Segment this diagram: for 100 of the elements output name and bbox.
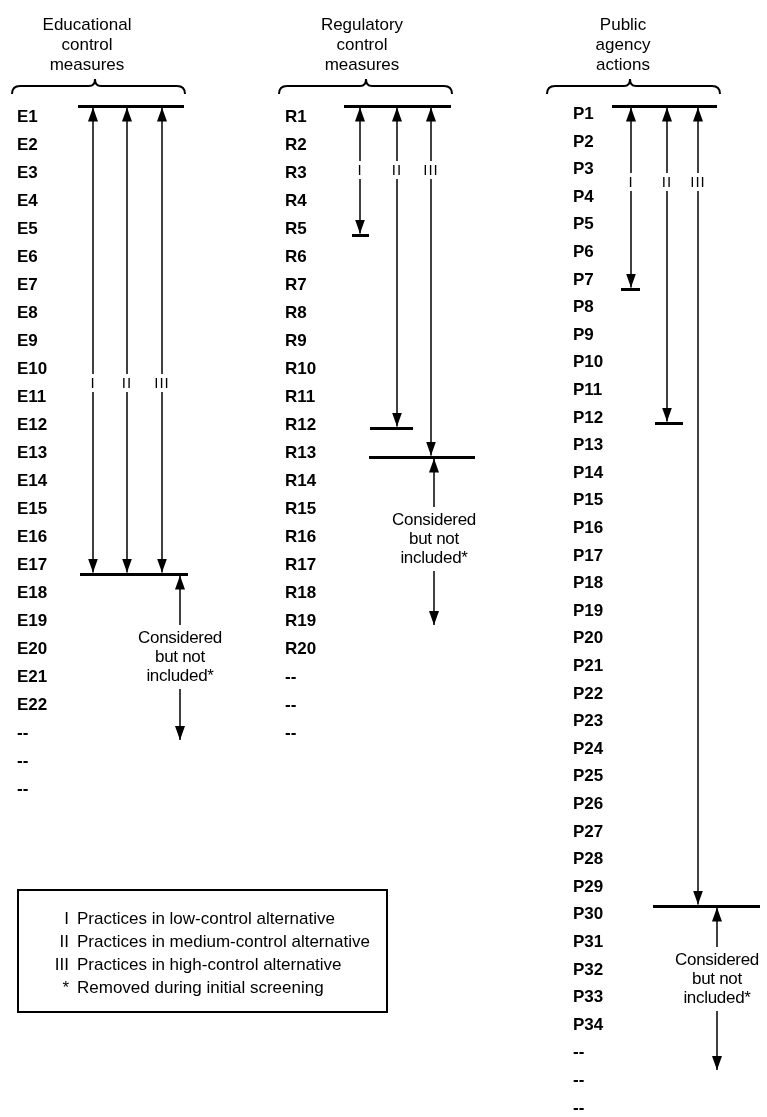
item-code: P32	[573, 959, 604, 980]
bar	[655, 421, 683, 425]
item-code: R17	[285, 555, 317, 575]
legend-symbol: II	[58, 931, 69, 953]
item-code: --	[285, 723, 297, 743]
edge-label: III	[423, 161, 439, 179]
arrow	[429, 457, 439, 508]
arrow	[88, 106, 98, 574]
item-code: P1	[573, 104, 594, 124]
edge-label: II	[391, 161, 403, 179]
edge-label: II	[121, 374, 133, 392]
legend-symbol: *	[61, 977, 69, 999]
edge-label: III	[690, 173, 706, 191]
item-code: E7	[17, 275, 38, 295]
item-code: E4	[17, 191, 38, 211]
item-code: P2	[573, 131, 594, 152]
item-code: E8	[17, 303, 38, 323]
arrow	[662, 106, 672, 423]
item-code: P3	[573, 159, 594, 180]
item-code: P31	[573, 932, 604, 952]
legend-text: Removed during initial screening	[77, 977, 325, 999]
arrow	[175, 574, 185, 626]
item-code: P16	[573, 518, 604, 538]
item-code: P19	[573, 600, 604, 621]
item-code: P23	[573, 711, 604, 732]
edge-label: III	[154, 374, 170, 392]
bar	[369, 455, 475, 459]
arrow	[626, 106, 636, 289]
bar	[653, 904, 760, 908]
arrow	[712, 906, 722, 948]
item-code: --	[573, 1097, 585, 1117]
item-code: P18	[573, 573, 604, 594]
item-code: --	[17, 779, 29, 799]
item-code: R20	[285, 639, 317, 659]
item-code: R5	[285, 219, 307, 239]
item-code: R4	[285, 191, 307, 211]
arrow	[429, 570, 439, 626]
column-heading: Educational control measures	[41, 15, 133, 75]
item-code: E1	[17, 107, 38, 127]
arrow	[355, 106, 365, 235]
item-code: P5	[573, 214, 594, 235]
column-heading: Regulatory control measures	[319, 15, 405, 75]
item-code: E11	[17, 387, 47, 407]
legend-symbol: I	[63, 908, 69, 930]
item-code: E10	[17, 359, 48, 379]
arrow	[157, 106, 167, 574]
item-code: R18	[285, 583, 317, 603]
item-code: P29	[573, 876, 604, 897]
bar	[344, 104, 451, 108]
item-code: P7	[573, 269, 594, 290]
item-code: R9	[285, 331, 307, 351]
arrow	[122, 106, 132, 574]
item-code: P24	[573, 738, 604, 759]
legend-box	[17, 889, 388, 1013]
arrow	[693, 106, 703, 906]
column-heading: Public agency actions	[594, 15, 652, 75]
item-code: R7	[285, 275, 307, 295]
item-code: P26	[573, 794, 604, 814]
legend-symbol: III	[53, 954, 69, 976]
item-code: --	[573, 1042, 585, 1063]
legend-text: Practices in high-control alternative	[77, 954, 343, 976]
arrow	[712, 1010, 722, 1071]
item-code: R1	[285, 107, 307, 127]
bar	[352, 233, 369, 237]
item-code: P6	[573, 242, 594, 262]
legend-text: Practices in medium-control alternative	[77, 931, 371, 953]
item-code: E20	[17, 639, 48, 659]
bar	[370, 426, 413, 430]
item-code: P9	[573, 324, 594, 345]
item-code: R3	[285, 163, 307, 183]
item-code: P17	[573, 545, 604, 566]
item-code: R14	[285, 471, 317, 491]
item-code: P22	[573, 683, 604, 704]
item-code: P4	[573, 186, 594, 207]
item-code: R16	[285, 527, 317, 547]
arrow	[175, 688, 185, 741]
item-code: P28	[573, 849, 604, 870]
item-code: P34	[573, 1014, 604, 1035]
item-code: E3	[17, 163, 38, 183]
item-code: E5	[17, 219, 38, 239]
item-code: --	[17, 723, 29, 743]
item-code: E17	[17, 555, 48, 575]
edge-label: I	[357, 161, 363, 179]
bar	[80, 572, 188, 576]
item-code: --	[17, 751, 29, 771]
item-code: P13	[573, 435, 604, 456]
item-code: R11	[285, 387, 316, 407]
item-code: --	[573, 1070, 585, 1090]
item-code: E12	[17, 415, 48, 435]
item-code: P15	[573, 490, 604, 511]
item-code: P11	[573, 380, 603, 400]
item-code: --	[285, 695, 297, 715]
item-code: P33	[573, 987, 604, 1008]
item-code: P20	[573, 628, 604, 649]
item-code: P10	[573, 352, 604, 373]
bar	[612, 104, 717, 108]
item-code: P12	[573, 407, 604, 428]
item-code: R8	[285, 303, 307, 323]
item-code: E6	[17, 247, 38, 267]
edge-label: I	[90, 374, 96, 392]
